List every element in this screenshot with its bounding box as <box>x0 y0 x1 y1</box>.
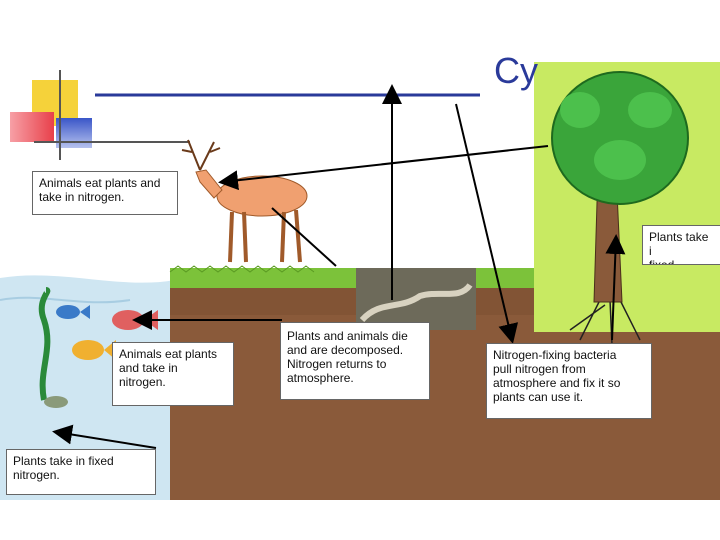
water-ripple <box>0 296 131 304</box>
label-fish-eat-plants: Animals eat plants and take in nitrogen. <box>112 342 234 406</box>
arrow-deer-to-decomposition <box>271 207 337 267</box>
arrow-box-to-seaweed <box>52 424 157 449</box>
arrow-bacteria-to-tree <box>605 234 626 341</box>
pebble <box>44 396 68 408</box>
seaweed-illustration <box>38 287 51 401</box>
label-decomposition: Plants and animals die and are decompose… <box>280 322 430 400</box>
tree-canopy <box>551 71 689 205</box>
grass-blades <box>169 265 315 273</box>
decaying-log <box>359 283 473 323</box>
arrow-atmosphere-to-bacteria <box>455 103 519 344</box>
label-deer-eat-plants: Animals eat plants and take in nitrogen. <box>32 171 178 215</box>
fish-blue <box>56 305 90 319</box>
canopy-leaf-cluster <box>560 92 600 128</box>
label-nitrogen-fixing-bacteria: Nitrogen-fixing bacteria pull nitrogen f… <box>486 343 652 419</box>
canopy-leaf-cluster <box>594 140 646 180</box>
diagram-title: Cy <box>494 50 538 91</box>
tree-roots <box>569 299 641 346</box>
label-seaweed-take-nitrogen: Plants take in fixed nitrogen. <box>6 449 156 495</box>
deer-illustration <box>181 139 308 263</box>
deco-red-square <box>10 112 54 142</box>
label-tree-take-nitrogen: Plants take i fixed nitroge <box>642 225 720 265</box>
arrow-tree-to-deer <box>218 145 549 191</box>
canopy-leaf-cluster <box>628 92 672 128</box>
